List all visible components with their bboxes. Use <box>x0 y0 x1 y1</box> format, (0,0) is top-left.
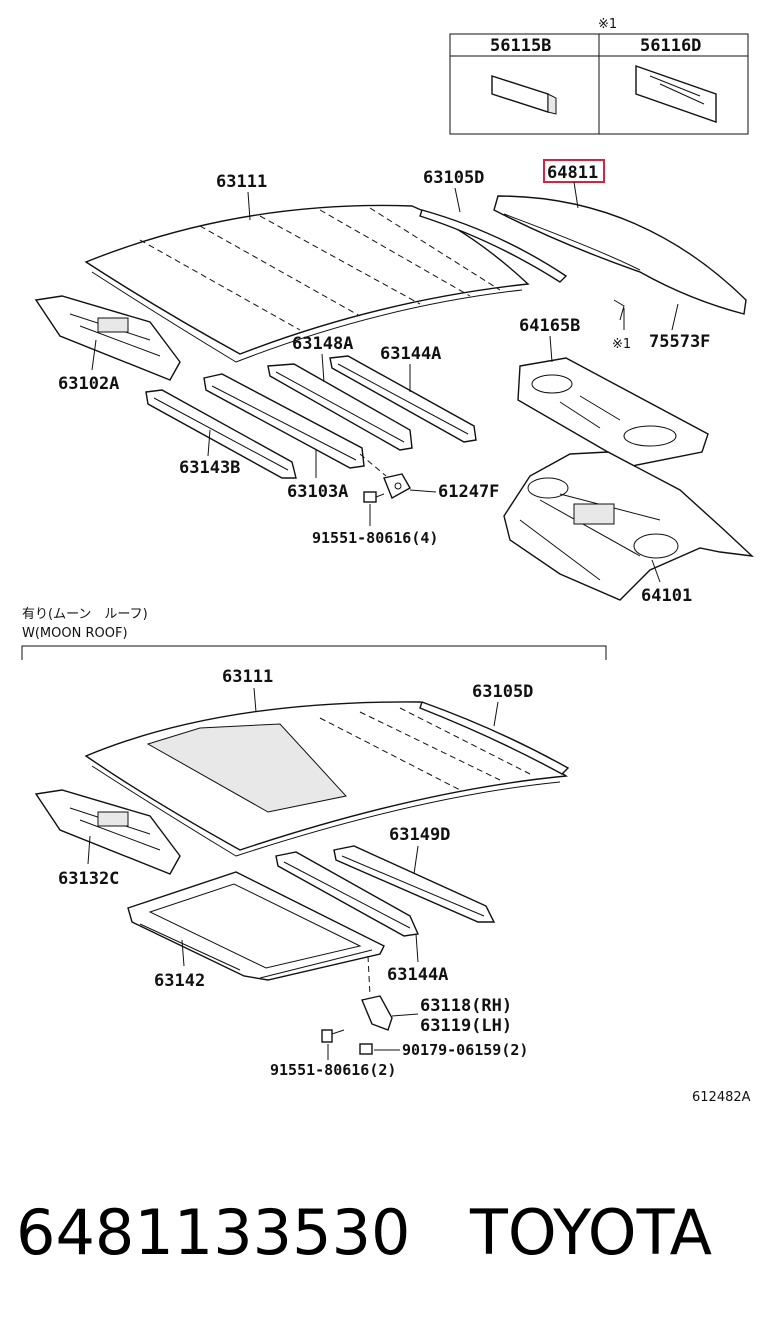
moon-roof-bow-149 <box>333 845 496 923</box>
moon-nut <box>359 1043 373 1055</box>
moon-roof-heading-jp: 有り(ムーン ルーフ) <box>22 607 148 622</box>
label-roof-panel: 63111 <box>216 172 267 192</box>
moon-roof-bracket-line <box>21 645 607 660</box>
label-moon-roof-bow-144: 63144A <box>387 965 448 985</box>
label-highlighted-part: 64811 <box>547 163 598 183</box>
inset-header-56115B: 56115B <box>490 36 551 56</box>
side-rail <box>145 389 297 479</box>
diagram-code: 612482A <box>692 1090 751 1105</box>
inset-header-56116D: 56116D <box>640 36 701 56</box>
moon-bracket <box>361 955 393 1031</box>
label-bracket: 61247F <box>438 482 499 502</box>
label-roof-bow-103: 63103A <box>287 482 348 502</box>
roof-bow-103 <box>203 373 365 469</box>
rear-window-trim <box>493 195 747 315</box>
moon-front-header <box>34 789 181 875</box>
label-drip-molding: 63105D <box>423 168 484 188</box>
bracket <box>359 453 411 499</box>
label-moon-roof-bow-149: 63149D <box>389 825 450 845</box>
label-bracket-rh: 63118(RH) <box>420 996 512 1016</box>
sunroof-frame <box>127 871 385 981</box>
label-roof-bow-148: 63148A <box>292 334 353 354</box>
label-piece-2 <box>635 65 717 123</box>
label-bolt: 91551-80616(4) <box>312 529 438 547</box>
moon-roof-section: 有り(ムーン ルーフ) W(MOON ROOF) 63111 63105D 63… <box>21 607 607 1079</box>
label-side-rail: 63143B <box>179 458 240 478</box>
label-moon-roof-panel: 63111 <box>222 667 273 687</box>
label-weatherstrip: 75573F <box>649 332 710 352</box>
inset-table: ※1 56115B 56116D <box>449 17 749 135</box>
moon-bolt <box>321 1029 345 1043</box>
upper-section: 63111 63105D 64811 63102A <box>34 159 755 606</box>
weatherstrip <box>613 299 625 321</box>
moon-roof-panel <box>84 701 568 857</box>
label-moon-bolt: 91551-80616(2) <box>270 1061 396 1079</box>
bolt <box>363 491 385 503</box>
moon-roof-heading-en: W(MOON ROOF) <box>22 626 128 641</box>
label-roof-bow-144: 63144A <box>380 344 441 364</box>
label-front-header: 63102A <box>58 374 119 394</box>
label-rear-panel: 64101 <box>641 586 692 606</box>
footer-part-number: 6481133530 <box>16 1196 410 1269</box>
label-weatherstrip-note: ※1 <box>612 337 631 352</box>
rear-panel <box>503 451 755 601</box>
front-header <box>34 295 181 381</box>
footer-brand: TOYOTA <box>469 1196 712 1269</box>
label-bracket-lh: 63119(LH) <box>420 1016 512 1036</box>
roof-panel <box>84 204 530 363</box>
rear-package-upper <box>517 357 709 467</box>
drip-molding <box>419 209 568 283</box>
roof-bow-148 <box>267 363 413 451</box>
inset-note-mark: ※1 <box>598 17 617 32</box>
moon-roof-bow-144 <box>275 851 420 937</box>
label-moon-front-header: 63132C <box>58 869 119 889</box>
label-nut: 90179-06159(2) <box>402 1041 528 1059</box>
label-piece-1 <box>491 75 557 115</box>
moon-drip-molding <box>419 701 570 775</box>
label-sunroof-frame: 63142 <box>154 971 205 991</box>
label-rear-package: 64165B <box>519 316 580 336</box>
roof-bow-144 <box>329 355 477 443</box>
label-moon-drip-molding: 63105D <box>472 682 533 702</box>
